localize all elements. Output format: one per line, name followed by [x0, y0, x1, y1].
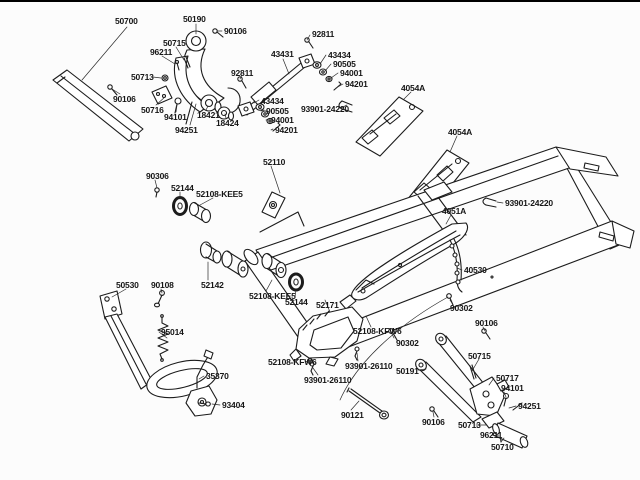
- stand-spring-95014: [157, 314, 169, 362]
- pivot-bushing-set: [154, 187, 304, 292]
- part-label: 35370: [206, 371, 229, 381]
- part-label: 52108-KEE5: [196, 189, 243, 199]
- part-label: 92811: [312, 29, 335, 39]
- part-label: 52108-KEE5: [249, 291, 296, 301]
- part-label: 90302: [450, 303, 473, 313]
- part-label: 52144: [171, 183, 194, 193]
- part-label: 40530: [464, 265, 487, 275]
- part-label: 43431: [271, 49, 294, 59]
- top-border: [0, 0, 640, 2]
- part-label: 50717: [496, 373, 519, 383]
- part-label: 90306: [146, 171, 169, 181]
- part-label: 52108-KFW6: [353, 326, 402, 336]
- part-label: 43434: [328, 50, 351, 60]
- part-label: 94251: [518, 401, 541, 411]
- part-label: 50710: [491, 442, 514, 452]
- part-label: 50715: [468, 351, 491, 361]
- part-label: 90505: [333, 59, 356, 69]
- stand-switch-35370: [185, 349, 218, 417]
- swingarm-52110: [243, 146, 635, 358]
- part-label: 96211: [150, 47, 173, 57]
- part-label: 50713: [458, 420, 481, 430]
- part-label: 93901-24220: [505, 198, 553, 208]
- part-label: 4051A: [442, 206, 467, 216]
- part-label: 94201: [345, 79, 368, 89]
- part-label: 94101: [501, 383, 524, 393]
- part-label: 94201: [275, 125, 298, 135]
- axle-bolt-90121: [346, 387, 390, 420]
- fastener-icons-topleft: [107, 28, 224, 125]
- part-label: 52108-KFW6: [268, 357, 317, 367]
- part-label: 90106: [113, 94, 136, 104]
- part-label: 90108: [151, 280, 174, 290]
- part-label: 52110: [263, 157, 286, 167]
- chain-adjuster-plate-4054a-upper: [355, 96, 424, 157]
- part-label: 93901-26110: [345, 361, 393, 371]
- part-label: 50700: [115, 16, 138, 26]
- part-label: 52142: [201, 280, 224, 290]
- part-label: 90121: [341, 410, 364, 420]
- pedal-50700: [52, 69, 144, 142]
- part-label: 18424: [216, 118, 239, 128]
- part-label: 94251: [175, 125, 198, 135]
- footpeg-50710: [481, 411, 529, 449]
- part-label: 94101: [164, 112, 187, 122]
- brake-rod-43431: [237, 37, 342, 132]
- part-label: 50190: [183, 14, 206, 24]
- side-stand-50530: [99, 290, 218, 399]
- part-label: 43434: [261, 96, 284, 106]
- part-label: 52171: [316, 300, 339, 310]
- part-label: 90106: [475, 318, 498, 328]
- part-label: 92811: [231, 68, 254, 78]
- part-label: 90106: [224, 26, 247, 36]
- part-label: 4054A: [401, 83, 426, 93]
- chain-slider-52171: [289, 306, 364, 367]
- part-label: 50715: [163, 38, 186, 48]
- part-label: 94001: [340, 68, 363, 78]
- part-label: 18421: [197, 110, 220, 120]
- part-label: 52144: [285, 297, 308, 307]
- stand-bolt-90108: [153, 290, 165, 308]
- part-label: 94001: [271, 115, 294, 125]
- part-label: 90106: [422, 417, 445, 427]
- part-label: 95014: [161, 327, 184, 337]
- part-label: 93404: [222, 400, 245, 410]
- part-label: 50191: [396, 366, 419, 376]
- footrest-bracket-50191: [415, 332, 523, 443]
- part-label: 96211: [480, 430, 503, 440]
- brake-stay-50190: [173, 30, 241, 121]
- part-label: 4054A: [448, 127, 473, 137]
- part-label: 50713: [131, 72, 154, 82]
- stud-icon-93901-24220: [338, 100, 497, 208]
- part-label: 90505: [266, 106, 289, 116]
- part-label: 93901-26110: [304, 375, 352, 385]
- part-label: 50716: [141, 105, 164, 115]
- part-label: 93901-24220: [301, 104, 349, 114]
- leader-lines: [81, 23, 517, 443]
- drive-chain-40530: [449, 238, 463, 293]
- part-label: 50530: [116, 280, 139, 290]
- part-label: 90302: [396, 338, 419, 348]
